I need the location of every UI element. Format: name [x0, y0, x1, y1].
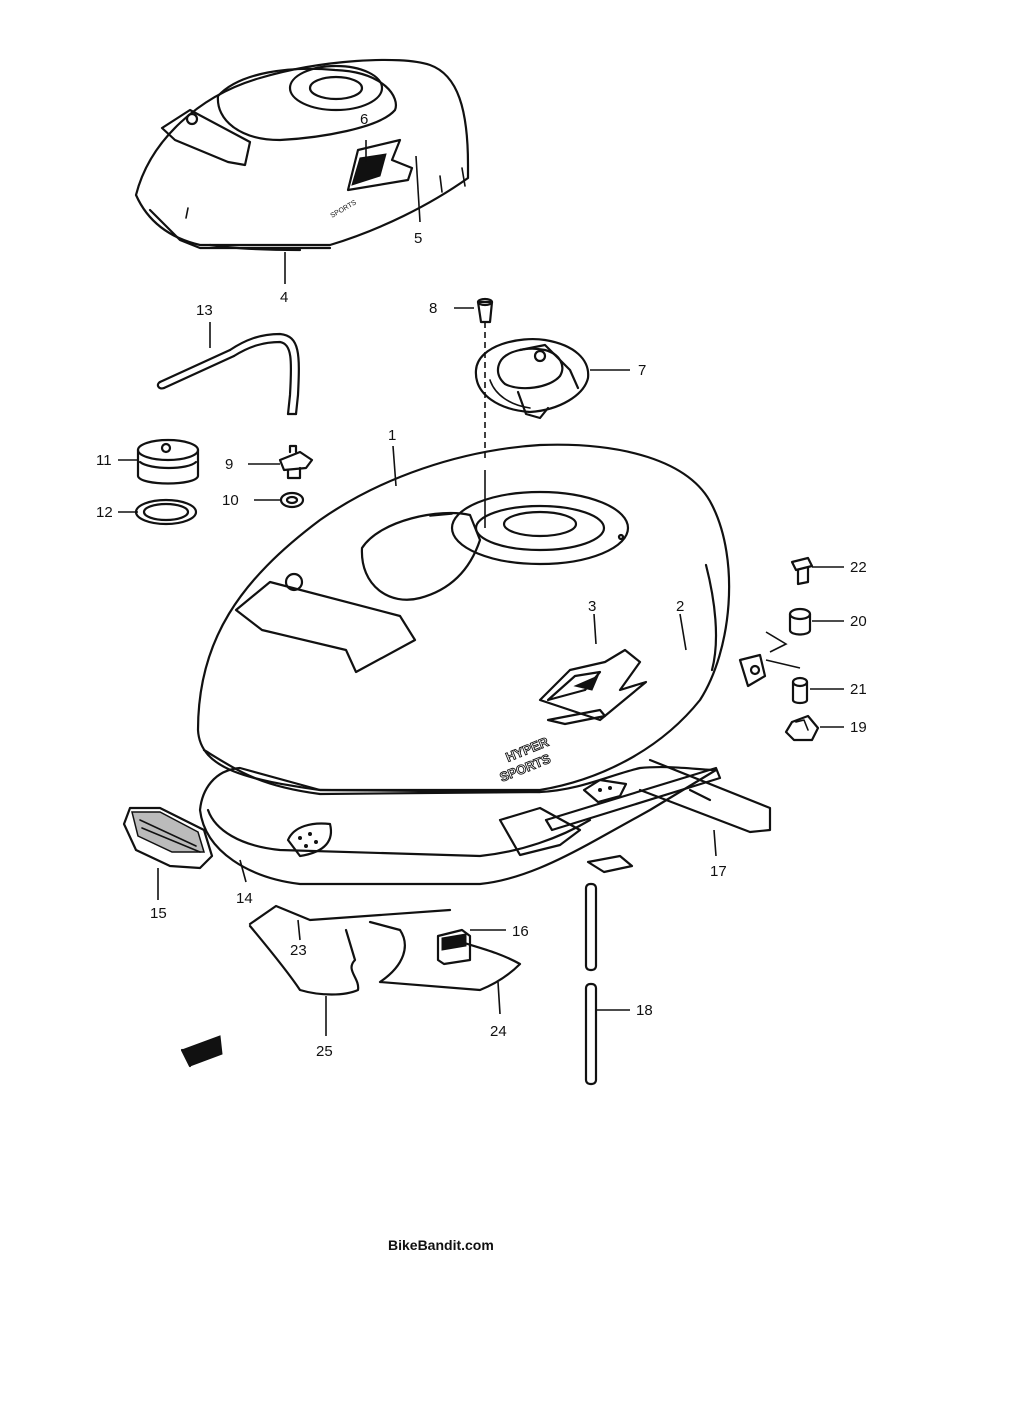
part-8-bolt	[476, 297, 494, 324]
callout-12: 12	[96, 504, 113, 521]
callout-18: 18	[636, 1002, 653, 1019]
svg-text:SPORTS: SPORTS	[330, 199, 359, 220]
part-22-bolt	[790, 556, 814, 586]
watermark-text: BikeBandit.com	[388, 1237, 494, 1253]
part-15-pad	[122, 806, 214, 870]
callout-9: 9	[225, 456, 233, 473]
callout-11: 11	[96, 452, 112, 469]
callout-1: 1	[388, 427, 396, 444]
callout-5: 5	[414, 230, 422, 247]
callout-22: 22	[850, 559, 867, 576]
callout-8: 8	[429, 300, 437, 317]
part-7-fuel-cap	[474, 338, 590, 420]
callout-24: 24	[490, 1023, 507, 1040]
callout-13: 13	[196, 302, 213, 319]
part-20-collar	[788, 607, 812, 636]
callout-16: 16	[512, 923, 529, 940]
part-25-pad	[248, 924, 360, 996]
callout-15: 15	[150, 905, 167, 922]
callout-20: 20	[850, 613, 867, 630]
callout-23: 23	[290, 942, 307, 959]
part-19-grommet	[784, 714, 820, 742]
callout-4: 4	[280, 289, 288, 306]
leader-lines	[118, 140, 844, 1036]
callout-25: 25	[316, 1043, 333, 1060]
part-10-washer	[279, 491, 305, 509]
callout-14: 14	[236, 890, 253, 907]
callout-2: 2	[676, 598, 684, 615]
part-21-spacer	[791, 676, 809, 705]
callout-19: 19	[850, 719, 867, 736]
part-14-tray	[198, 765, 718, 886]
callout-7: 7	[638, 362, 646, 379]
callout-3: 3	[588, 598, 596, 615]
callout-17: 17	[710, 863, 727, 880]
part-18-rod	[584, 882, 598, 1086]
part-23-pad	[248, 904, 452, 926]
front-arrow-icon	[180, 1035, 223, 1068]
part-9-fitting	[278, 444, 314, 480]
callout-21: 21	[850, 681, 867, 698]
part-17-strip	[544, 758, 772, 834]
part-24-pad	[368, 920, 522, 992]
part-16-clip	[436, 928, 472, 966]
callout-labels: 1 2 3 4 5 6 7 8 9 10 11 12 13 14 15 16 1…	[96, 111, 867, 1060]
part-13-hose	[156, 332, 300, 416]
part-12-washer	[134, 498, 198, 526]
callout-10: 10	[222, 492, 239, 509]
part-4-tank-cover: SPORTS	[134, 58, 470, 252]
callout-6: 6	[360, 111, 368, 128]
part-11-damper	[136, 438, 200, 485]
